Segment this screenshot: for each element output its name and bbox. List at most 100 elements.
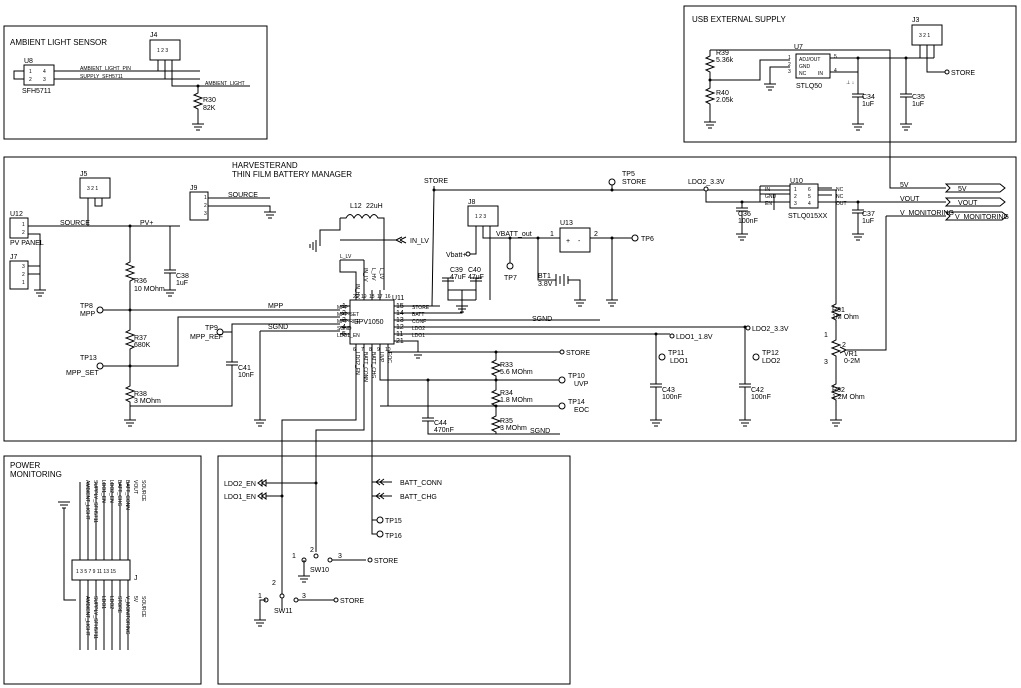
j7-pin1: 1 [22,280,25,286]
u11-pin-ldo2: LDO2 [412,326,425,332]
power-connector-block: J 1 3 5 7 9 11 13 15 AMBIENT_LIGHT SUPPL… [58,480,146,650]
tp16-ref: TP16 [385,533,402,540]
u10-pin6: 6 [808,187,811,193]
u7-pin2: 2 [788,62,791,68]
tp5-point[interactable] [608,178,616,186]
r37-value: 680K [134,342,151,349]
j4-ref: J4 [150,32,158,39]
u10-en: EN [765,201,772,207]
tp11-ref: TP11 [668,350,684,357]
harvester-section-title-1: HARVESTERAND [232,161,298,170]
u7-ref: U7 [794,44,803,51]
r36-ref: R36 [134,278,147,285]
conn-top-0: AMBIENT_LIGHT [84,480,90,520]
tp13-ref: TP13 [80,355,97,362]
sw10-pin2: 2 [310,547,314,554]
u11-pin16: 16 [385,294,391,300]
u7-pin3: 3 [788,69,791,75]
vr1-ref: VR1 [844,351,858,358]
tp10-label: UVP [574,381,589,388]
conn-bot-7: SOURCE [140,596,146,618]
vbatt-out-label: VBATT_out [496,231,532,238]
port-5v: 5V [958,186,967,193]
u12-pin1: 1 [22,222,25,228]
c42-ref: C42 [751,387,764,394]
j9-pin1: 1 [204,195,207,201]
c36-ref: C36 [738,211,751,218]
c35-ref: C35 [912,94,925,101]
tp11-point[interactable] [658,353,666,361]
c38-value: 1uF [176,280,188,287]
u13-ref: U13 [560,220,573,227]
u10-pin3: 3 [794,201,797,207]
tp6-point[interactable] [631,234,639,242]
usb-section-title: USB EXTERNAL SUPPLY [692,15,786,24]
u10-part: STLQ015XX [788,213,828,220]
harvester-battery-block: J8 1 2 3 Vbatt+ VBATT_out C39 47uF C40 4… [440,199,654,314]
conn-top-3: LDO2_EN [108,480,114,503]
net-supply-sfh: SUPPLY_SFH5711 [80,74,123,80]
power-switch-frame [217,455,571,685]
c44-ref: C44 [434,420,447,427]
c34-ref: C34 [862,94,875,101]
u10-ref: U10 [790,178,803,185]
u11-pin-eoc: EOC [386,352,392,363]
r37-ref: R37 [134,335,147,342]
u11-pin-lhv: L_HV [370,268,376,281]
c43-value: 100nF [662,394,682,401]
tp15-point[interactable] [376,516,384,524]
tp8-label: MPP [80,311,96,318]
conn-bot-2: LDO1 [100,596,106,609]
tp13-point[interactable] [96,362,104,370]
batt-conn-port: BATT_CONN [400,480,442,487]
tp12-label: LDO2 [762,358,780,365]
r35-value: 3 MOhm [500,425,527,432]
harvester-section-title-2: THIN FILM BATTERY MANAGER [232,170,352,179]
sw11-pin2: 2 [272,580,276,587]
tp8-point[interactable] [96,306,104,314]
ldo2-en-port: LDO2_EN [224,481,256,488]
u11-pin8: 8 [369,347,372,353]
j4-pins: 1 2 3 [157,48,168,54]
u11-pin-conf: CONF [412,319,426,325]
tp7-point[interactable] [506,262,514,270]
c40-value: 47uF [468,274,484,281]
u11-body [349,299,395,345]
power-frame [3,455,202,685]
r31-value: 1M Ohm [832,314,859,321]
c43-ref: C43 [662,387,675,394]
r32-ref: R32 [832,387,845,394]
tp8-ref: TP8 [80,303,93,310]
usb-frame [683,5,1017,143]
tp12-point[interactable] [752,353,760,361]
pvplus-label: PV+ [140,220,153,227]
tp10-ref: TP10 [568,373,585,380]
harvester-divider-block: STORE R33 5.6 MOhm R34 1.8 MOhm R35 3 MO… [380,349,590,435]
u11-pin-store: STORE [412,305,430,311]
sw10-ref: SW10 [310,567,329,574]
tp14-point[interactable] [558,402,566,410]
l12-value: 22uH [366,203,383,210]
u11-pin-ldo1: LDO1 [412,333,425,339]
u11-pin-batt: BATT [412,312,424,318]
tp15-ref: TP15 [385,518,402,525]
conn-bot-4: STORE [116,596,122,614]
sw10-pin3: 3 [338,553,342,560]
u13-pin2: 2 [594,231,598,238]
u11-pin-ldo1en: LDO1_EN [337,333,360,339]
store-net-label-2: STORE [566,350,590,357]
batt-chg-port: BATT_CHG [400,494,437,501]
usb-supply-block: R39 5.36k R40 2.05k U7 1 2 3 5 4 ADJ/OUT… [704,17,975,131]
c36-value: 100nF [738,218,758,225]
u10-in: IN [765,187,770,193]
u8-pin4: 4 [43,69,46,75]
u11-pin-inlv: IN_LV [362,268,368,282]
conn-top-5: BATT_CONN [124,480,130,510]
harvester-ldo-block: LDO1_1.8V C43 100nF TP11 LDO1 LDO2_3.3V … [650,325,789,427]
tp10-point[interactable] [558,376,566,384]
c35-value: 1uF [912,101,924,108]
u8-ref: U8 [24,58,33,65]
u7-pin5: 5 [834,54,837,60]
tp16-point[interactable] [376,530,384,538]
r30-ref: R30 [203,97,216,104]
